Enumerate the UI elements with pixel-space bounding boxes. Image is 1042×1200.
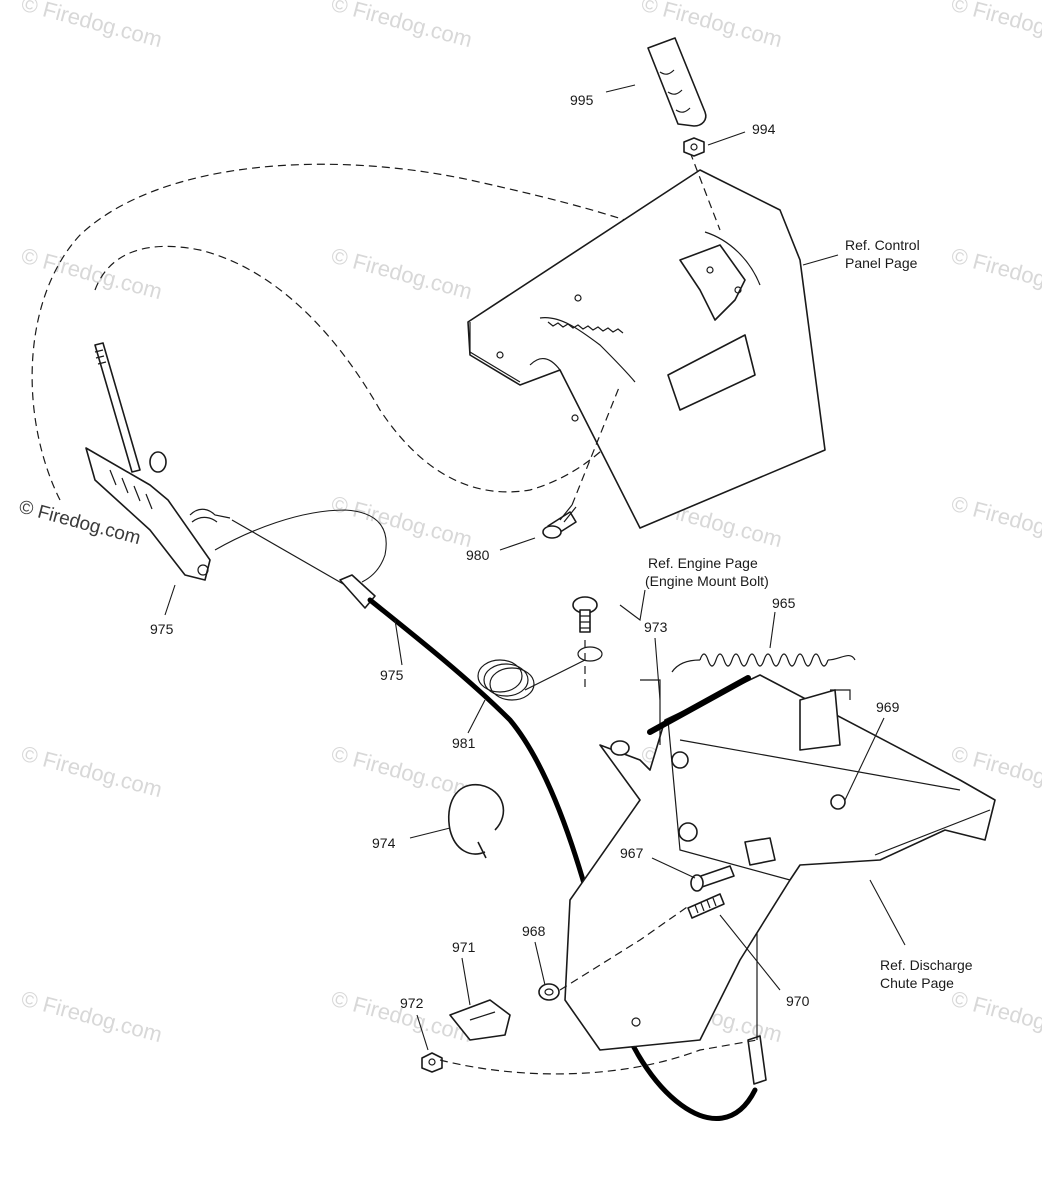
nut [683, 137, 705, 157]
ref-discharge-chute-line1: Ref. Discharge [880, 957, 973, 973]
watermark: © Firedog.com [949, 0, 1042, 52]
part-label-970: 970 [786, 993, 810, 1009]
watermark: © Firedog.com [949, 243, 1042, 305]
part-label-975-lever: 975 [150, 621, 174, 637]
ref-engine-line1: Ref. Engine Page [648, 555, 758, 571]
bolt [690, 865, 735, 892]
watermark: © Firedog.com [329, 243, 475, 305]
watermark: © Firedog.com [19, 741, 165, 803]
shift-lever [85, 342, 211, 581]
ref-control-panel-line1: Ref. Control [845, 237, 920, 253]
part-labels: 995 994 980 975 975 981 974 973 965 969 … [150, 92, 900, 1011]
watermark: © Firedog.com [329, 0, 475, 52]
handle-grip [647, 37, 707, 127]
part-label-967: 967 [620, 845, 644, 861]
ref-control-panel-line2: Panel Page [845, 255, 918, 271]
rod [647, 675, 751, 735]
reference-callouts: Ref. Control Panel Page Ref. Engine Page… [645, 237, 973, 991]
spring-coil [477, 646, 603, 701]
leader-lines [164, 84, 906, 1051]
part-label-995: 995 [570, 92, 594, 108]
watermark: © Firedog.com [949, 986, 1042, 1048]
watermark: © Firedog.com [329, 491, 475, 553]
cable-routing-dashed [31, 163, 701, 501]
hairpin-clip [189, 508, 231, 523]
part-label-981: 981 [452, 735, 476, 751]
extension-spring [671, 653, 856, 673]
part-label-972: 972 [400, 995, 424, 1011]
control-cable [214, 509, 767, 1121]
part-label-969: 969 [876, 699, 900, 715]
snap-ring [448, 784, 505, 859]
part-label-971: 971 [452, 939, 476, 955]
part-label-980: 980 [466, 547, 490, 563]
watermark: © Firedog.com [19, 243, 165, 305]
hex-nut [421, 1052, 443, 1073]
part-label-975-cable: 975 [380, 667, 404, 683]
watermark: © Firedog.com [949, 491, 1042, 553]
part-label-965: 965 [772, 595, 796, 611]
part-label-974: 974 [372, 835, 396, 851]
watermark: © Firedog.com [19, 986, 165, 1048]
chute-bracket [564, 674, 996, 1051]
dashed-guide [689, 151, 721, 231]
dashed-guide [559, 904, 691, 991]
part-label-973: 973 [644, 619, 668, 635]
dashed-guide [571, 384, 621, 506]
watermark: © Firedog.com [19, 0, 165, 52]
control-panel [467, 169, 826, 529]
part-label-968: 968 [522, 923, 546, 939]
screw [542, 504, 577, 539]
cable-clip [449, 999, 511, 1041]
part-label-994: 994 [752, 121, 776, 137]
threaded-stud [687, 893, 725, 919]
engine-mount-bolt [572, 596, 598, 690]
ref-discharge-chute-line2: Chute Page [880, 975, 954, 991]
ref-engine-line2: (Engine Mount Bolt) [645, 573, 769, 589]
washer [538, 983, 560, 1001]
